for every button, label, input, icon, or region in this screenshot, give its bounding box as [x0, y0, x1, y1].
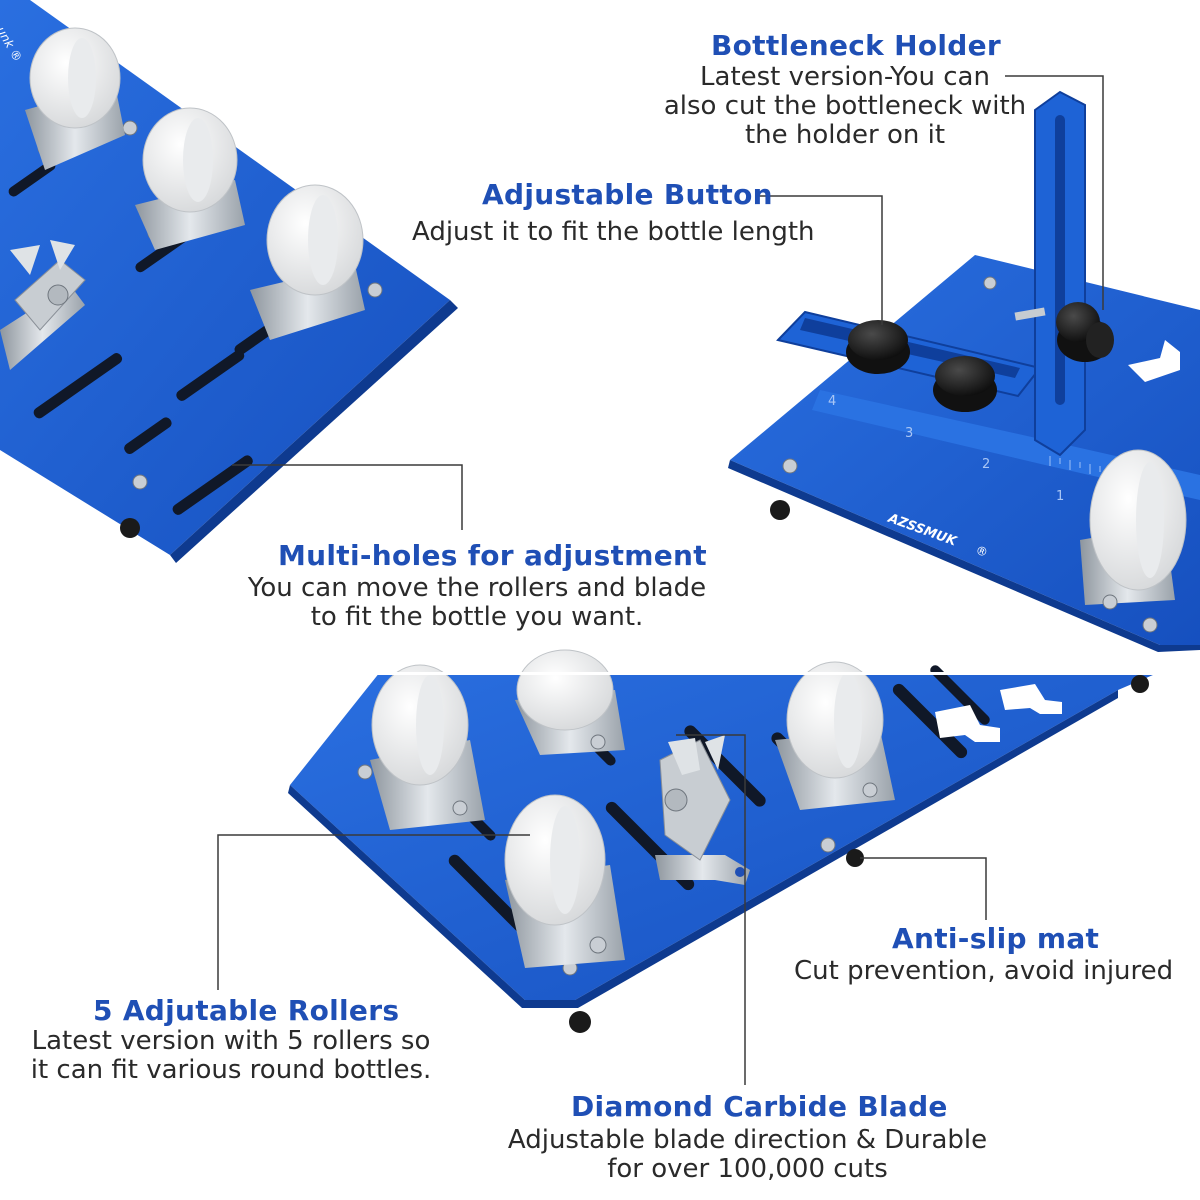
roller [1080, 449, 1187, 610]
rubber-foot [569, 1011, 591, 1033]
knob [933, 356, 997, 412]
rollers-line: it can fit various round bottles. [30, 1055, 432, 1085]
rubber-foot [1131, 675, 1149, 693]
roller [135, 107, 245, 250]
svg-text:3: 3 [905, 426, 913, 441]
brand-mark: ® [974, 543, 990, 560]
board-top-right: 4 3 2 1 [728, 90, 1200, 652]
adjustable-button-description: Adjust it to fit the bottle length [412, 217, 815, 247]
blade-holder [0, 240, 86, 370]
board-top-left: unk ® [0, 0, 458, 563]
bottle-shape-marker [1128, 340, 1180, 382]
bottleneck-holder-title: Bottleneck Holder [711, 29, 1002, 62]
roller [775, 661, 895, 810]
blade-line: Adjustable blade direction & Durable [507, 1125, 988, 1155]
blade-assembly [655, 735, 750, 885]
roller [515, 649, 625, 755]
roller [250, 184, 365, 340]
rubber-foot [770, 500, 790, 520]
bottleneck-holder-line: the holder on it [744, 120, 946, 150]
multi-holes-line: to fit the bottle you want. [310, 602, 644, 632]
knob [1056, 302, 1114, 362]
leader-lines [217, 75, 1104, 1085]
blade-title: Diamond Carbide Blade [571, 1090, 948, 1123]
multi-holes-title: Multi-holes for adjustment [278, 539, 707, 572]
multi-holes-line: You can move the rollers and blade [247, 573, 707, 603]
roller [370, 664, 485, 830]
adjustable-button-title: Adjustable Button [482, 178, 773, 211]
roller [504, 794, 625, 968]
svg-text:1: 1 [1056, 489, 1064, 504]
rubber-foot [846, 849, 864, 867]
board-bottom [288, 649, 1160, 1033]
roller [25, 27, 125, 170]
bottle-shape-markers [935, 684, 1062, 742]
bottleneck-holder-description: Latest version-You can also cut the bott… [660, 63, 1030, 150]
rollers-line: Latest version with 5 rollers so [31, 1026, 431, 1056]
blade-line: for over 100,000 cuts [607, 1154, 888, 1184]
bottleneck-holder-line: also cut the bottleneck with [663, 91, 1027, 121]
rollers-title: 5 Adjutable Rollers [93, 994, 400, 1027]
rubber-foot [120, 518, 140, 538]
knob [846, 320, 910, 374]
svg-text:2: 2 [982, 457, 990, 472]
blade-description: Adjustable blade direction & Durable for… [500, 1126, 995, 1184]
bottleneck-holder-line: Latest version-You can [700, 62, 990, 92]
rollers-description: Latest version with 5 rollers so it can … [26, 1027, 436, 1085]
svg-text:4: 4 [828, 394, 836, 409]
multi-holes-description: You can move the rollers and blade to fi… [240, 574, 714, 632]
scale-digits: 4 3 2 1 [828, 394, 1064, 504]
anti-slip-mat-description: Cut prevention, avoid injured [794, 956, 1174, 986]
anti-slip-mat-title: Anti-slip mat [892, 922, 1100, 955]
